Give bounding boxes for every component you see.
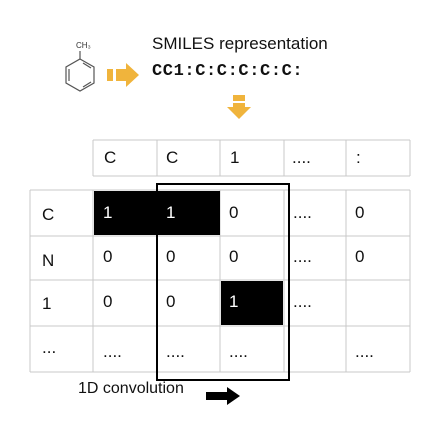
matrix-cell: 0 [229,247,239,266]
arrow-down-icon [227,95,251,119]
matrix-cell: 1 [229,292,239,311]
row-label: ... [42,338,57,357]
matrix-cell: .... [103,342,122,361]
matrix-cell: .... [293,247,312,266]
convolution-window [156,183,290,381]
matrix-cell: 1 [103,203,113,222]
filled-cell [157,191,220,235]
matrix-cell: 0 [166,247,176,266]
matrix-cell: .... [293,292,312,311]
matrix-cell: 0 [355,247,365,266]
arrow-right-icon [206,387,240,405]
matrix-cell: .... [355,342,374,361]
header-cell: C [166,148,179,167]
matrix-cell: .... [293,203,312,222]
matrix-cell: 0 [103,292,113,311]
arrow-right-icon [107,63,139,87]
matrix-cell: .... [229,342,248,361]
toluene-structure-icon [65,51,95,92]
header-cell: .... [292,148,311,167]
convolution-label: 1D convolution [78,380,184,397]
filled-cell [94,191,156,235]
header-cell: C [104,148,117,167]
matrix-cell: 1 [166,203,176,222]
matrix-cell: .... [166,342,185,361]
matrix-cell: 0 [229,203,239,222]
filled-cell [221,281,283,325]
smiles-string: CC1:C:C:C:C:C: [152,62,304,81]
matrix-cell: 0 [355,203,365,222]
matrix-cell: 0 [103,247,113,266]
header-cell: : [356,148,361,167]
methyl-label: CH₃ [76,41,91,50]
row-label: 1 [42,294,52,313]
row-label: C [42,205,55,224]
row-label: N [42,251,55,270]
header-cell: 1 [230,148,240,167]
smiles-title: SMILES representation [152,34,328,53]
matrix-cell: 0 [166,292,176,311]
